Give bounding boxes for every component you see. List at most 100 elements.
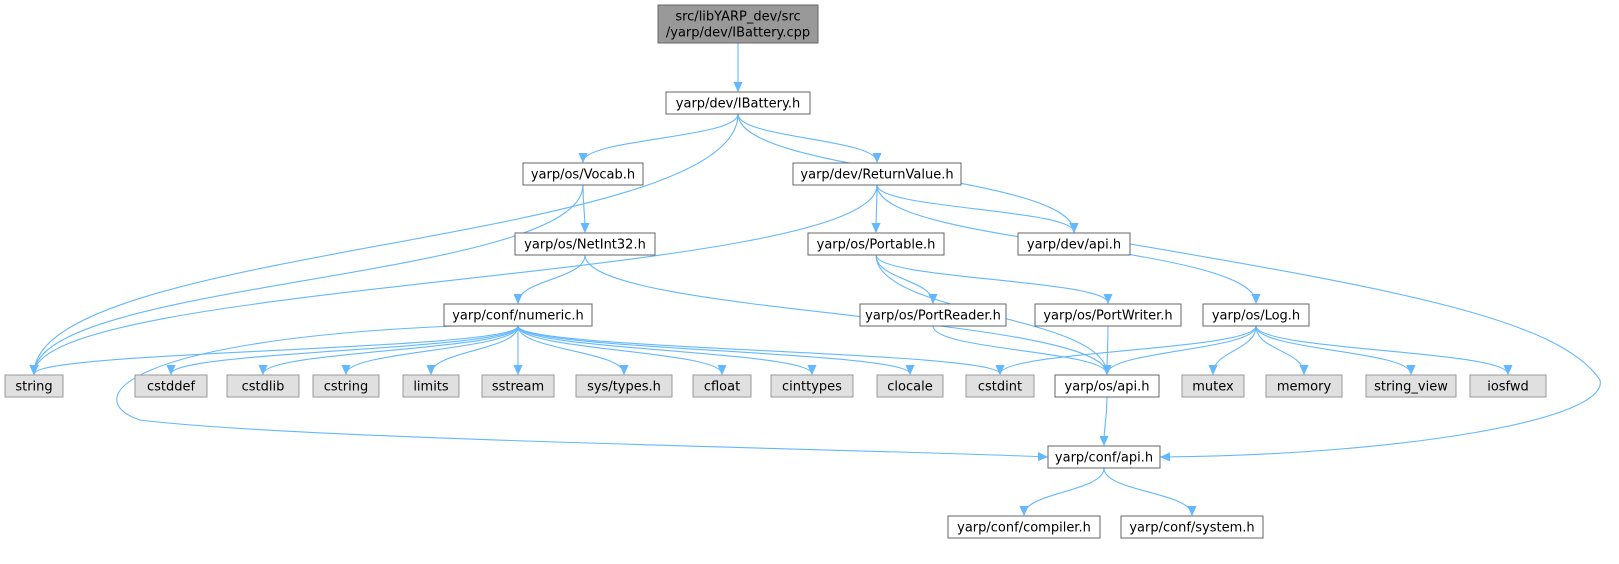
node-numeric[interactable]: yarp/conf/numeric.h — [443, 303, 593, 327]
node-cstdint-box — [965, 374, 1035, 398]
node-stringview: string_view — [1365, 374, 1457, 398]
node-log-box — [1202, 303, 1310, 327]
edge-log-to-stringview — [1255, 325, 1411, 374]
node-returnvalue-box — [792, 162, 962, 186]
node-cstring: cstring — [312, 374, 380, 398]
node-confapi[interactable]: yarp/conf/api.h — [1047, 445, 1161, 469]
node-sstream-box — [481, 374, 555, 398]
node-portreader[interactable]: yarp/os/PortReader.h — [859, 303, 1007, 327]
node-system[interactable]: yarp/conf/system.h — [1120, 515, 1264, 539]
node-root[interactable]: src/libYARP_dev/src/yarp/dev/IBattery.cp… — [657, 4, 819, 44]
node-compiler[interactable]: yarp/conf/compiler.h — [947, 515, 1101, 539]
node-root-label: src/libYARP_dev/src — [675, 10, 800, 25]
edge-returnvalue-to-string — [34, 184, 878, 374]
edge-numeric-to-cfloat — [517, 325, 722, 374]
node-clocale-box — [876, 374, 944, 398]
edge-numeric-to-cstddef — [171, 325, 519, 374]
node-vocab-box — [522, 162, 644, 186]
edge-numeric-to-cinttypes — [517, 325, 812, 374]
node-portable-box — [807, 232, 945, 256]
edge-numeric-to-limits — [431, 325, 519, 374]
node-portwriter[interactable]: yarp/os/PortWriter.h — [1034, 303, 1182, 327]
node-devapi-label: yarp/dev/api.h — [1027, 238, 1121, 253]
edge-log-to-iosfwd — [1255, 325, 1508, 374]
node-devapi[interactable]: yarp/dev/api.h — [1017, 232, 1131, 256]
node-root-box — [657, 4, 819, 44]
node-iosfwd-label: iosfwd — [1487, 380, 1529, 395]
node-mutex-label: mutex — [1192, 380, 1234, 395]
node-iosfwd: iosfwd — [1469, 374, 1547, 398]
node-compiler-label: yarp/conf/compiler.h — [957, 521, 1091, 536]
edge-portwriter-to-osapi — [1107, 325, 1108, 374]
node-netint32-label: yarp/os/NetInt32.h — [524, 238, 646, 253]
node-returnvalue[interactable]: yarp/dev/ReturnValue.h — [792, 162, 962, 186]
node-ibattery-label: yarp/dev/IBattery.h — [676, 97, 800, 112]
node-osapi-box — [1054, 374, 1160, 398]
edge-vocab-to-netint32 — [583, 184, 585, 232]
node-log-label: yarp/os/Log.h — [1212, 309, 1300, 324]
node-portwriter-box — [1034, 303, 1182, 327]
node-limits-label: limits — [413, 380, 449, 395]
node-log[interactable]: yarp/os/Log.h — [1202, 303, 1310, 327]
node-portable[interactable]: yarp/os/Portable.h — [807, 232, 945, 256]
node-osapi[interactable]: yarp/os/api.h — [1054, 374, 1160, 398]
node-limits: limits — [402, 374, 460, 398]
edge-numeric-to-confapi — [116, 325, 1047, 457]
edge-log-to-osapi — [1107, 325, 1257, 374]
node-string-label: string — [15, 380, 52, 395]
node-cinttypes-label: cinttypes — [782, 380, 842, 395]
node-cstdint: cstdint — [965, 374, 1035, 398]
node-string: string — [4, 374, 64, 398]
node-memory-label: memory — [1277, 380, 1332, 395]
node-osapi-label: yarp/os/api.h — [1065, 380, 1150, 395]
node-portable-label: yarp/os/Portable.h — [817, 238, 936, 253]
node-cstdlib-box — [226, 374, 300, 398]
node-systypes-label: sys/types.h — [587, 380, 661, 395]
edge-portable-to-portreader — [875, 254, 933, 303]
node-clocale: clocale — [876, 374, 944, 398]
node-stringview-label: string_view — [1374, 380, 1448, 395]
edge-vocab-to-string — [34, 184, 584, 374]
node-ibattery[interactable]: yarp/dev/IBattery.h — [665, 91, 811, 115]
edge-returnvalue-to-portable — [876, 184, 877, 232]
node-cfloat: cfloat — [692, 374, 752, 398]
node-cfloat-box — [692, 374, 752, 398]
node-root-label: /yarp/dev/IBattery.cpp — [666, 26, 810, 41]
node-returnvalue-label: yarp/dev/ReturnValue.h — [800, 168, 953, 183]
nodes-layer: src/libYARP_dev/src/yarp/dev/IBattery.cp… — [4, 4, 1547, 539]
node-clocale-label: clocale — [887, 380, 932, 395]
edge-log-to-memory — [1255, 325, 1304, 374]
edge-ibattery-to-vocab — [583, 113, 739, 162]
edge-ibattery-to-string — [34, 113, 739, 374]
node-cstdint-label: cstdint — [978, 380, 1022, 395]
node-vocab[interactable]: yarp/os/Vocab.h — [522, 162, 644, 186]
node-systypes: sys/types.h — [575, 374, 673, 398]
edge-numeric-to-clocale — [517, 325, 910, 374]
node-devapi-box — [1017, 232, 1131, 256]
node-memory-box — [1265, 374, 1343, 398]
node-memory: memory — [1265, 374, 1343, 398]
edge-numeric-to-systypes — [517, 325, 624, 374]
node-mutex: mutex — [1181, 374, 1245, 398]
node-netint32[interactable]: yarp/os/NetInt32.h — [514, 232, 656, 256]
edge-devapi-to-confapi — [1129, 243, 1601, 457]
node-cinttypes-box — [770, 374, 854, 398]
edge-netint32-to-numeric — [518, 254, 586, 303]
node-mutex-box — [1181, 374, 1245, 398]
node-confapi-box — [1047, 445, 1161, 469]
node-cstring-label: cstring — [324, 380, 368, 395]
edge-portable-to-portwriter — [875, 254, 1108, 303]
node-portwriter-label: yarp/os/PortWriter.h — [1043, 309, 1172, 324]
node-cfloat-label: cfloat — [704, 380, 740, 395]
node-ibattery-box — [665, 91, 811, 115]
node-portreader-box — [859, 303, 1007, 327]
node-vocab-label: yarp/os/Vocab.h — [531, 168, 635, 183]
node-cstdlib-label: cstdlib — [242, 380, 285, 395]
edge-osapi-to-confapi — [1104, 396, 1107, 445]
node-confapi-label: yarp/conf/api.h — [1055, 451, 1153, 466]
node-system-label: yarp/conf/system.h — [1129, 521, 1254, 536]
node-limits-box — [402, 374, 460, 398]
node-portreader-label: yarp/os/PortReader.h — [865, 309, 1001, 324]
edge-log-to-mutex — [1213, 325, 1257, 374]
